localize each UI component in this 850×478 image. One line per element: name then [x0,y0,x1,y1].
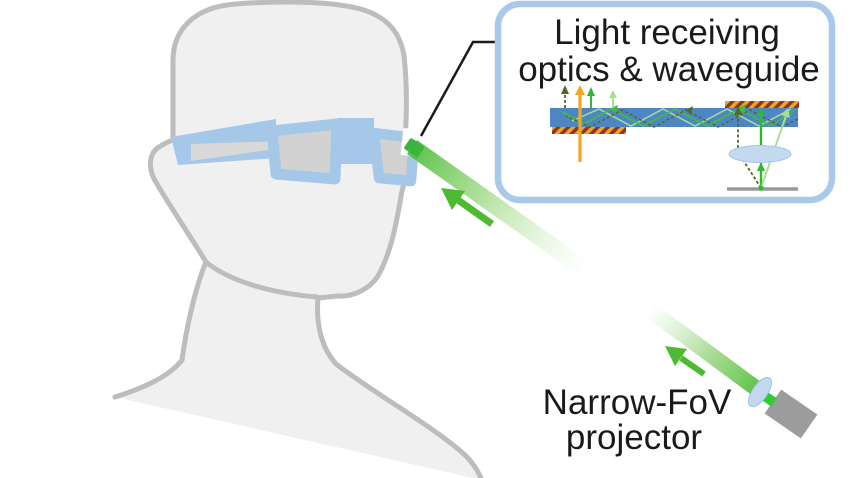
beam-incoupler-tip [404,138,425,158]
projector-label-line2: projector [566,418,703,457]
tir-arrowhead [739,104,746,113]
beam-direction-arrow-lower [665,346,706,377]
beam-direction-arrow-upper [441,188,495,227]
jaw-contour-line [203,259,320,300]
incoupling-grating [725,101,799,108]
left-lens [266,118,343,185]
projector-beam [646,303,761,396]
tir-arrowhead [611,105,618,113]
glasses-bridge [338,118,374,164]
waveguide-diagram [550,85,799,191]
collection-lens [728,145,792,163]
projector-body [764,389,818,439]
focus-point [758,185,764,191]
projector-lens [748,376,772,408]
ar-glasses [171,118,425,187]
callout-title-line1: Light receiving [554,13,780,52]
head-torso-silhouette [115,2,481,478]
outcoupled-arrow-green [587,87,595,108]
signal-arrow-orange [575,85,585,162]
beam-to-glasses [407,140,591,277]
outcoupled-arrow-dashed [561,85,569,108]
tir-arrowhead [686,106,693,115]
callout-title-line2: optics & waveguide [518,50,820,89]
callout-leader-line [419,40,498,137]
outcoupled-arrow-faint [609,90,617,108]
projector-label-line1: Narrow-FoV [543,383,732,422]
head-torso-outline [112,0,484,478]
outcoupling-grating [552,127,626,134]
